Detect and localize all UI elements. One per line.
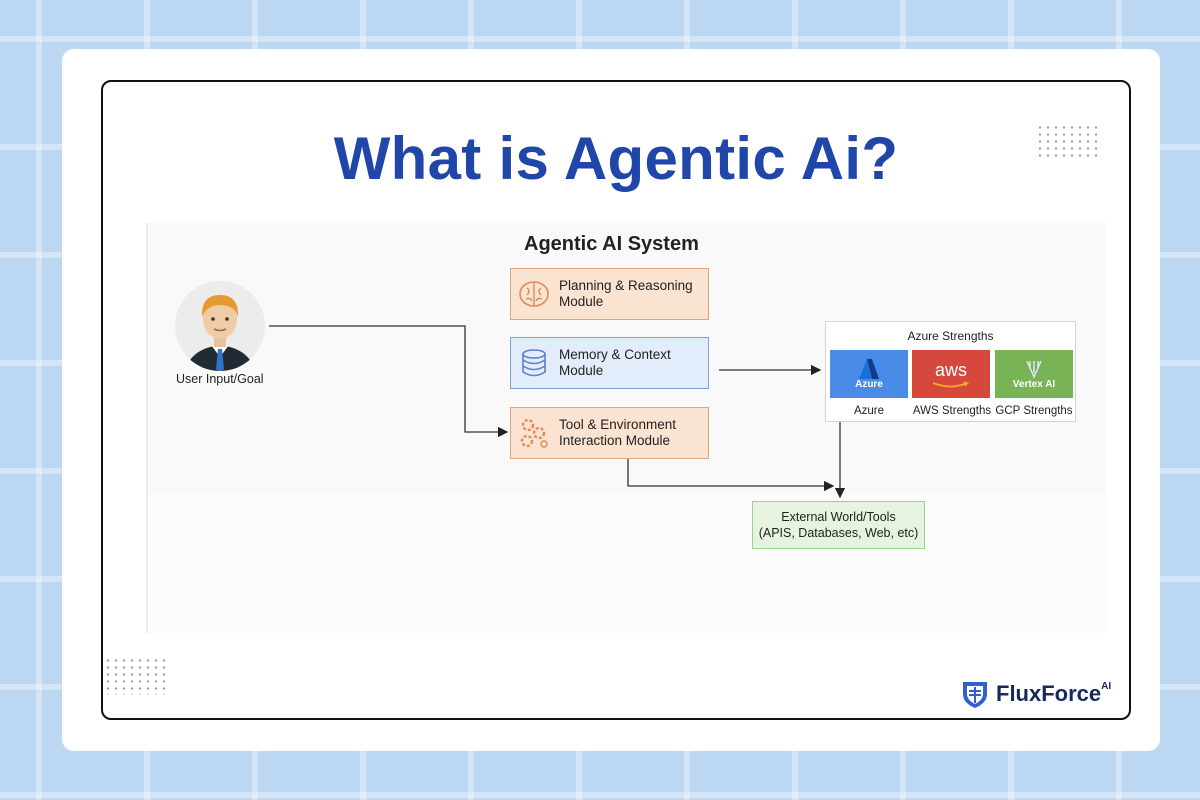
tile-caption: GCP Strengths	[995, 405, 1073, 417]
decorative-dots	[1036, 124, 1100, 160]
cloud-panel-title: Azure Strengths	[907, 329, 994, 343]
gears-icon	[520, 418, 548, 448]
external-title: External World/Tools	[781, 510, 896, 524]
brand-name: FluxForce	[996, 681, 1102, 706]
azure-logo-text: Azure	[855, 378, 883, 390]
aws-tile: aws	[912, 350, 990, 398]
module-subtitle: Module	[559, 363, 604, 378]
azure-tile: Azure	[830, 350, 908, 398]
module-subtitle: Module	[559, 294, 604, 309]
external-subtitle: (APIS, Databases, Web, etc)	[758, 526, 919, 540]
brand-logo: FluxForce AI	[960, 679, 1111, 709]
tile-caption: Azure	[853, 405, 885, 417]
module-title: Memory & Context	[559, 347, 671, 362]
user-avatar-icon	[175, 281, 265, 371]
brand-suffix: AI	[1101, 680, 1112, 692]
tile-caption: AWS Strengths	[912, 405, 992, 417]
system-title: Agentic AI System	[524, 233, 699, 255]
azure-logo-icon	[859, 358, 879, 379]
module-title: Tool & Environment	[559, 417, 677, 432]
aws-logo-text: aws	[934, 359, 967, 380]
module-subtitle: Interaction Module	[559, 433, 671, 448]
user-label: User Input/Goal	[176, 372, 264, 386]
decorative-dots	[104, 657, 168, 695]
aws-smile-icon	[932, 380, 970, 387]
external-world-box: External World/Tools (APIS, Databases, We…	[752, 501, 925, 549]
module-title: Planning & Reasoning	[559, 278, 693, 293]
shield-logo-icon	[963, 682, 987, 708]
vertex-ai-icon	[1026, 360, 1042, 379]
gcp-tile: Vertex AI	[995, 350, 1073, 398]
brain-icon	[519, 281, 549, 307]
database-icon	[522, 349, 546, 377]
cloud-strengths-panel: Azure Strengths Azure aws Vertex AI Azur…	[825, 321, 1076, 422]
gcp-logo-text: Vertex AI	[1012, 378, 1056, 390]
page-title: What is Agentic Ai?	[333, 125, 899, 192]
